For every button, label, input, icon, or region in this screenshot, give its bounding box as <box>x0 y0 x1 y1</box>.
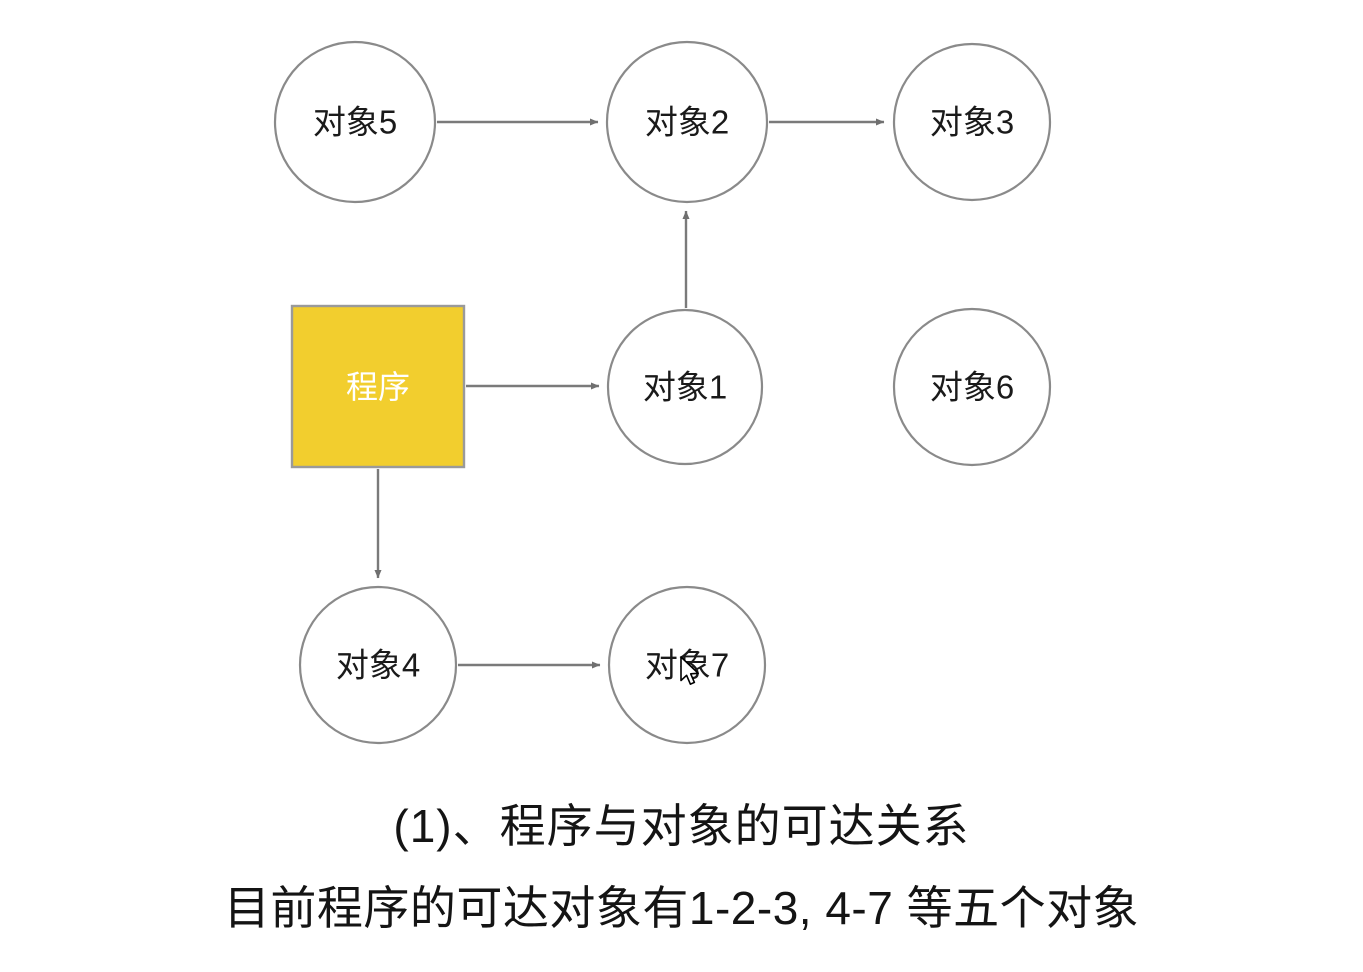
node-program[interactable] <box>290 304 466 469</box>
caption-line-1: (1)、程序与对象的可达关系 <box>393 800 970 852</box>
node-layer <box>273 40 1052 745</box>
caption-line-2: 目前程序的可达对象有1-2-3, 4-7 等五个对象 <box>223 882 1140 934</box>
node-obj6[interactable] <box>892 307 1052 467</box>
node-obj3[interactable] <box>892 42 1052 202</box>
node-obj1[interactable] <box>606 308 764 466</box>
node-obj7[interactable] <box>607 585 767 745</box>
node-obj5[interactable] <box>273 40 437 204</box>
node-obj4[interactable] <box>298 585 458 745</box>
edge-layer <box>374 118 885 669</box>
node-obj2[interactable] <box>605 40 769 204</box>
